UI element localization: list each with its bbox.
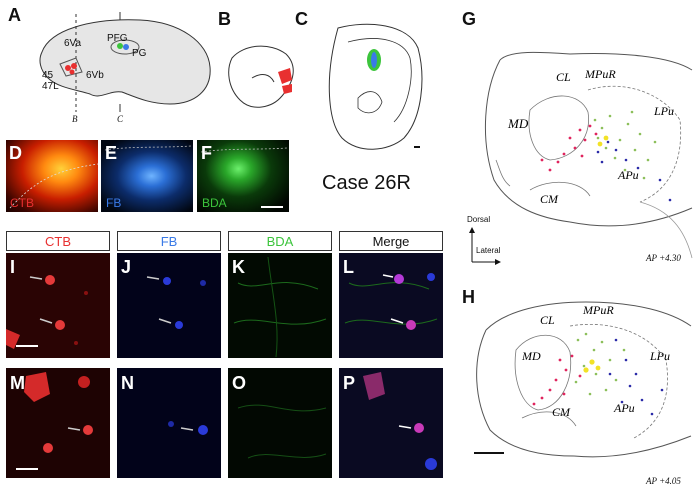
micrograph-n (117, 368, 221, 478)
g-label-ap: AP +4.30 (646, 253, 681, 263)
panel-label-g: G (462, 9, 477, 29)
tag-fb: FB (106, 196, 122, 210)
injection-image-fb (101, 140, 193, 212)
injection-image-ctb (6, 140, 98, 212)
label-pg: PG (132, 48, 147, 59)
orientation-axes (469, 227, 501, 265)
panel-label-n: N (121, 373, 134, 393)
micrograph-l (339, 253, 443, 358)
label-section-b: B (72, 114, 78, 124)
case-label: Case 26R (322, 172, 411, 194)
brain-lateral-diagram (39, 12, 211, 112)
thalamus-map-h (474, 301, 692, 458)
micrograph-p (339, 368, 443, 478)
g-label-cm: CM (540, 192, 558, 206)
g-label-lpu: LPu (654, 104, 675, 118)
g-label-cl: CL (556, 70, 571, 84)
g-label-md: MD (508, 116, 529, 131)
h-label-ap: AP +4.05 (646, 476, 681, 486)
micrograph-m (6, 368, 110, 478)
g-label-apu: APu (618, 168, 639, 182)
panel-label-p: P (343, 373, 356, 393)
header-fb: FB (117, 231, 221, 251)
coronal-section-c (328, 23, 423, 150)
micrograph-o (228, 368, 332, 478)
micrograph-k (228, 253, 332, 358)
label-lateral: Lateral (476, 246, 501, 255)
label-47l: 47L (42, 81, 59, 92)
h-label-cl: CL (540, 313, 555, 327)
label-6va: 6Va (64, 38, 82, 49)
g-label-mpur: MPuR (585, 67, 616, 81)
injection-image-bda (197, 140, 289, 212)
panel-label-o: O (232, 373, 247, 393)
panel-label-d: D (9, 143, 22, 163)
coronal-section-b (228, 45, 294, 108)
header-bda: BDA (228, 231, 332, 251)
label-section-c: C (117, 114, 124, 124)
panel-label-m: M (10, 373, 25, 393)
label-45: 45 (42, 70, 54, 81)
panel-label-b: B (218, 9, 231, 29)
header-ctb: CTB (6, 231, 110, 251)
tag-bda: BDA (202, 196, 227, 210)
label-dorsal: Dorsal (467, 215, 491, 224)
micrograph-i (6, 253, 110, 358)
micrograph-j (117, 253, 221, 358)
panel-label-a: A (8, 5, 21, 25)
h-label-apu: APu (614, 401, 635, 415)
label-pfg: PFG (107, 33, 128, 44)
panel-label-e: E (105, 143, 118, 163)
thalamus-map-g (484, 51, 693, 259)
panel-label-l: L (343, 257, 354, 277)
tag-ctb: CTB (10, 196, 34, 210)
h-label-cm: CM (552, 405, 570, 419)
panel-label-f: F (201, 143, 212, 163)
panel-label-k: K (232, 257, 245, 277)
h-label-md: MD (522, 349, 541, 363)
h-label-mpur: MPuR (583, 303, 614, 317)
header-merge: Merge (339, 231, 443, 251)
label-6vb: 6Vb (86, 70, 104, 81)
panel-label-i: I (10, 257, 16, 277)
panel-label-c: C (295, 9, 308, 29)
h-label-lpu: LPu (650, 349, 671, 363)
panel-label-h: H (462, 287, 475, 307)
panel-label-j: J (121, 257, 132, 277)
